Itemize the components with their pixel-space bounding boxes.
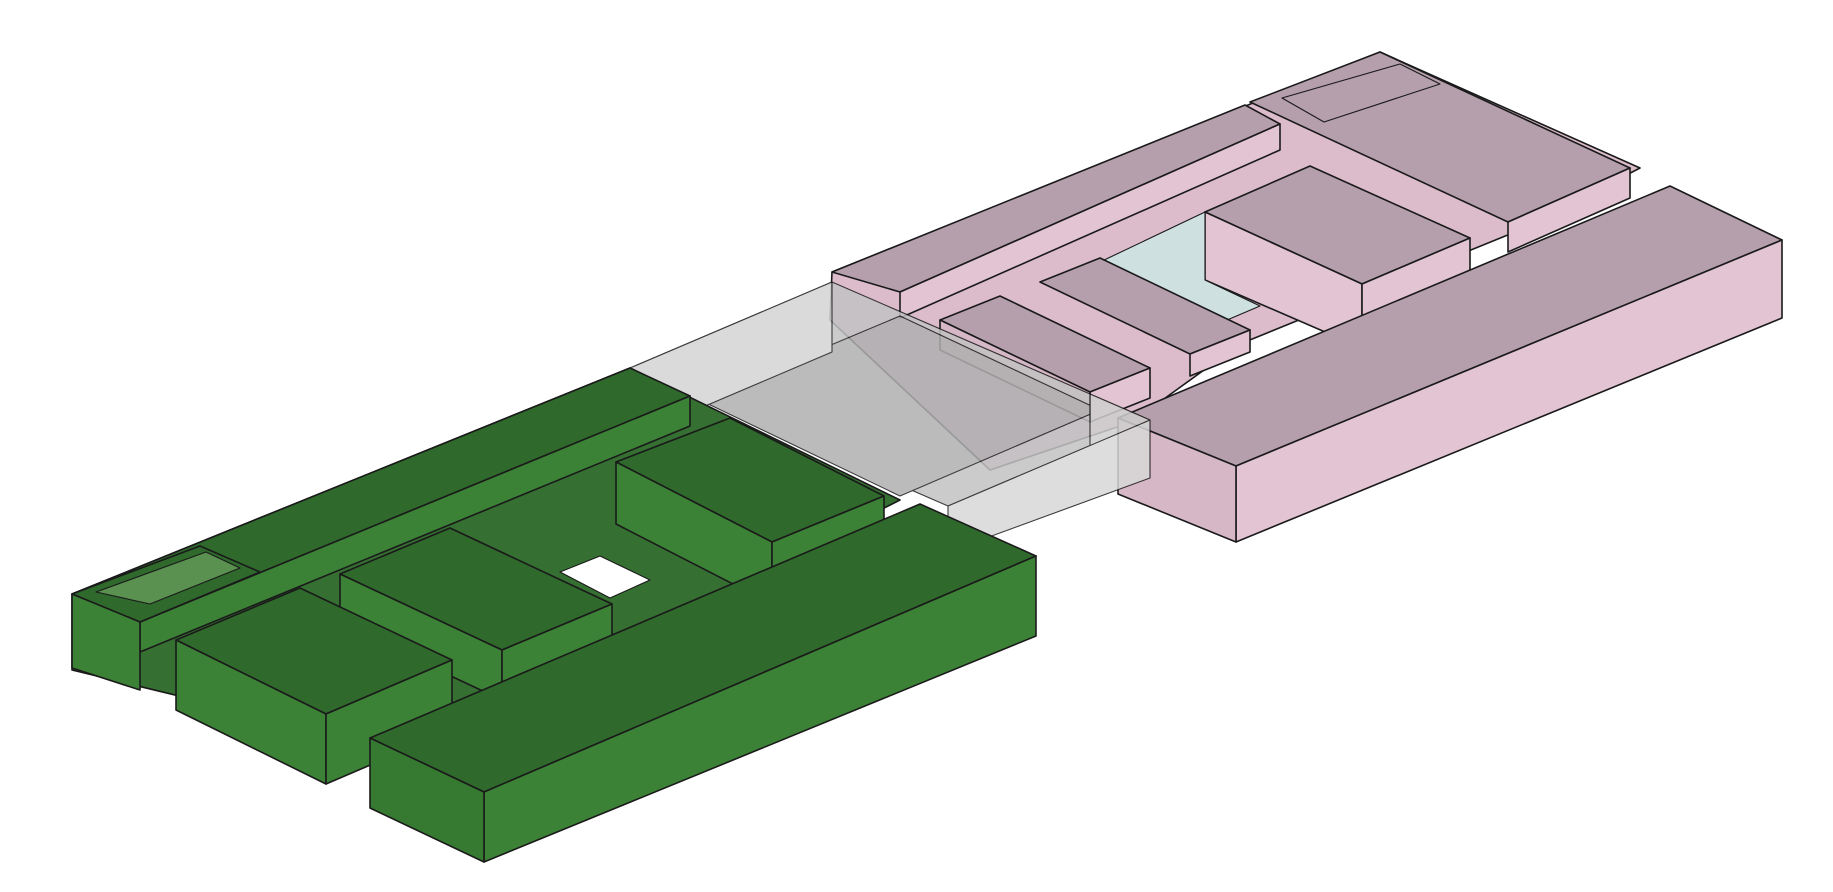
pink-corner-box-front bbox=[1507, 167, 1631, 253]
pink-back-bar-front bbox=[899, 123, 1281, 319]
green-end-inset bbox=[95, 551, 241, 605]
green-floor-opening bbox=[559, 555, 651, 599]
green-slab bbox=[71, 367, 1037, 863]
green-end-block-front bbox=[71, 593, 141, 691]
green-front-bar-left bbox=[369, 737, 485, 863]
pink-inner-box-front bbox=[1189, 329, 1251, 377]
pink-corner-inset bbox=[1281, 63, 1441, 123]
